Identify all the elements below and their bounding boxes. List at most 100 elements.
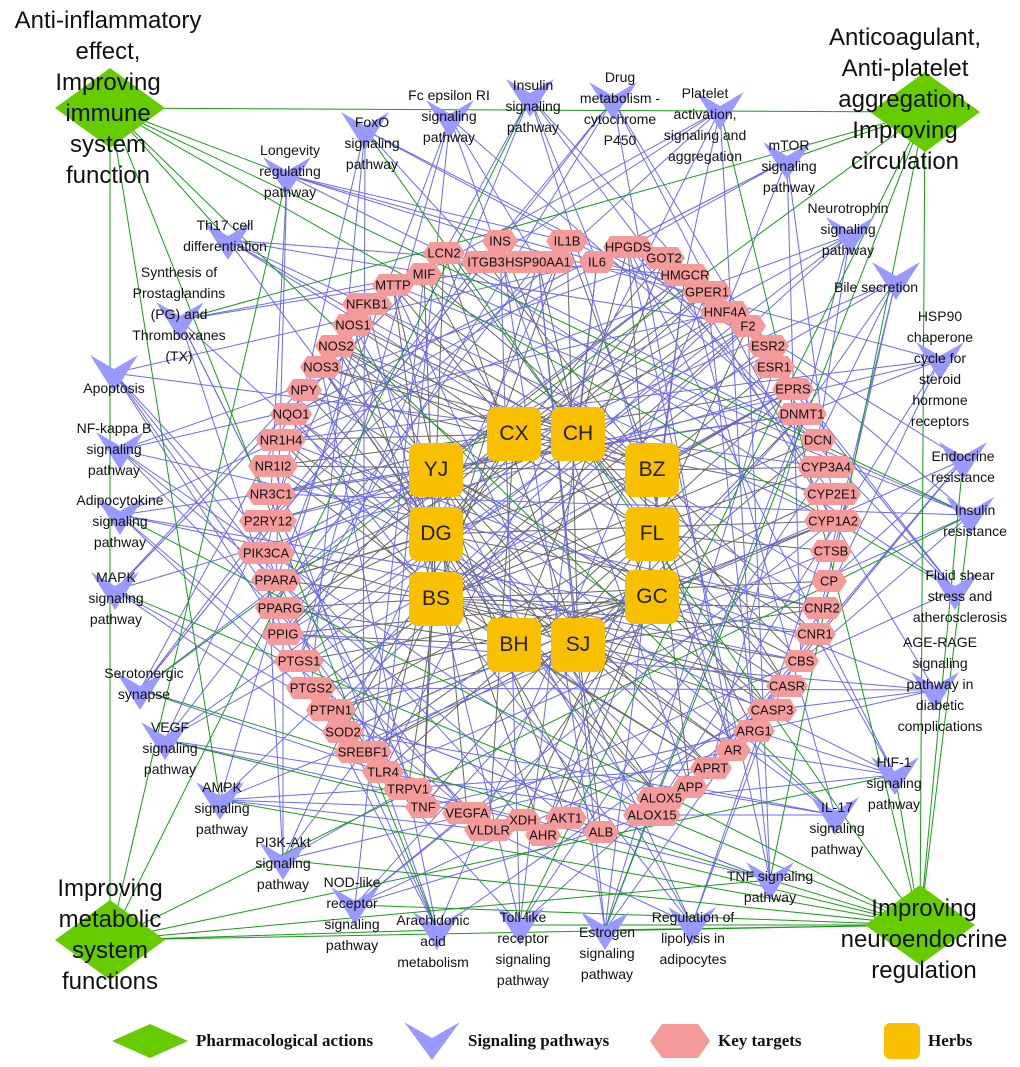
target-node[interactable]	[315, 335, 357, 357]
action-node[interactable]	[55, 68, 165, 148]
target-node[interactable]	[383, 778, 433, 800]
pathway-node[interactable]	[811, 797, 859, 835]
pathway-node[interactable]	[939, 442, 987, 480]
pathway-node[interactable]	[911, 672, 959, 710]
target-node[interactable]	[406, 263, 442, 285]
pathway-node[interactable]	[746, 862, 794, 900]
pathway-node[interactable]	[341, 112, 389, 150]
herb-node[interactable]: CX	[487, 407, 541, 461]
target-node[interactable]	[579, 251, 615, 273]
target-node[interactable]	[623, 804, 681, 826]
pathway-node[interactable]	[91, 572, 139, 610]
target-node[interactable]	[334, 741, 392, 763]
target-node[interactable]	[733, 720, 775, 742]
pathway-node[interactable]	[156, 302, 204, 340]
pathway-node[interactable]	[259, 842, 307, 880]
target-node[interactable]	[730, 315, 766, 337]
pathway-node[interactable]	[826, 217, 874, 255]
target-node[interactable]	[256, 429, 306, 451]
target-node[interactable]	[797, 456, 855, 478]
target-node[interactable]	[251, 569, 301, 591]
herb-node[interactable]: BH	[487, 618, 541, 672]
target-node[interactable]	[603, 236, 653, 258]
target-node[interactable]	[525, 824, 561, 846]
pathway-node[interactable]	[581, 912, 629, 950]
target-node[interactable]	[464, 819, 514, 841]
target-node[interactable]	[783, 650, 819, 672]
target-node[interactable]	[442, 802, 492, 824]
pathway-node[interactable]	[871, 757, 919, 795]
target-node[interactable]	[246, 483, 296, 505]
herb-node[interactable]: YJ	[409, 443, 463, 497]
target-node[interactable]	[461, 251, 511, 273]
target-node[interactable]	[766, 675, 808, 697]
target-node[interactable]	[286, 677, 336, 699]
target-node[interactable]	[362, 761, 404, 783]
pathway-node[interactable]	[196, 782, 244, 820]
pathway-node[interactable]	[931, 572, 979, 610]
pathway-node[interactable]	[668, 907, 716, 945]
target-node[interactable]	[747, 335, 789, 357]
target-node[interactable]	[372, 274, 414, 296]
herb-node[interactable]: BZ	[625, 443, 679, 497]
target-node[interactable]	[239, 510, 297, 532]
target-node[interactable]	[690, 757, 732, 779]
target-node[interactable]	[501, 251, 575, 273]
target-node[interactable]	[777, 403, 827, 425]
target-node[interactable]	[636, 787, 686, 809]
target-node[interactable]	[545, 807, 587, 829]
target-node[interactable]	[300, 356, 342, 378]
target-node[interactable]	[811, 570, 847, 592]
pathway-node[interactable]	[96, 497, 144, 535]
action-node[interactable]	[865, 885, 975, 965]
pathway-node[interactable]	[204, 222, 252, 260]
pathway-node[interactable]	[696, 92, 744, 130]
pathway-node[interactable]	[763, 142, 811, 180]
pathway-node[interactable]	[589, 82, 637, 120]
target-node[interactable]	[803, 483, 861, 505]
action-node[interactable]	[55, 900, 165, 980]
herb-node[interactable]: CH	[551, 407, 605, 461]
target-node[interactable]	[342, 293, 392, 315]
target-node[interactable]	[801, 597, 843, 619]
target-node[interactable]	[332, 314, 374, 336]
pathway-node[interactable]	[141, 722, 189, 760]
pathway-node[interactable]	[331, 887, 379, 925]
target-node[interactable]	[643, 247, 685, 269]
pathway-node[interactable]	[506, 79, 554, 117]
target-node[interactable]	[405, 796, 441, 818]
target-node[interactable]	[262, 623, 304, 645]
target-node[interactable]	[772, 378, 814, 400]
pathway-node[interactable]	[263, 157, 311, 195]
target-node[interactable]	[237, 542, 295, 564]
pathway-node[interactable]	[90, 355, 138, 393]
target-node[interactable]	[423, 242, 465, 264]
pathway-node[interactable]	[96, 432, 144, 470]
target-node[interactable]	[286, 379, 322, 401]
herb-node[interactable]: GC	[625, 570, 679, 624]
target-node[interactable]	[274, 650, 324, 672]
target-node[interactable]	[255, 597, 305, 619]
target-node[interactable]	[804, 510, 862, 532]
pathway-node[interactable]	[413, 912, 461, 950]
target-node[interactable]	[753, 356, 795, 378]
target-node[interactable]	[682, 281, 732, 303]
herb-node[interactable]: SJ	[551, 618, 605, 672]
target-node[interactable]	[248, 455, 298, 477]
herb-node[interactable]: DG	[409, 507, 463, 561]
target-node[interactable]	[800, 429, 836, 451]
target-node[interactable]	[794, 623, 836, 645]
target-node[interactable]	[715, 739, 751, 761]
target-node[interactable]	[660, 264, 710, 286]
action-node[interactable]	[870, 72, 980, 152]
pathway-node[interactable]	[872, 262, 920, 300]
target-node[interactable]	[583, 821, 619, 843]
target-node[interactable]	[306, 699, 356, 721]
target-node[interactable]	[270, 403, 312, 425]
target-node[interactable]	[482, 230, 518, 252]
target-node[interactable]	[810, 540, 852, 562]
pathway-node[interactable]	[426, 100, 474, 138]
pathway-node[interactable]	[946, 497, 994, 535]
pathway-node[interactable]	[116, 672, 164, 710]
target-node[interactable]	[322, 721, 364, 743]
